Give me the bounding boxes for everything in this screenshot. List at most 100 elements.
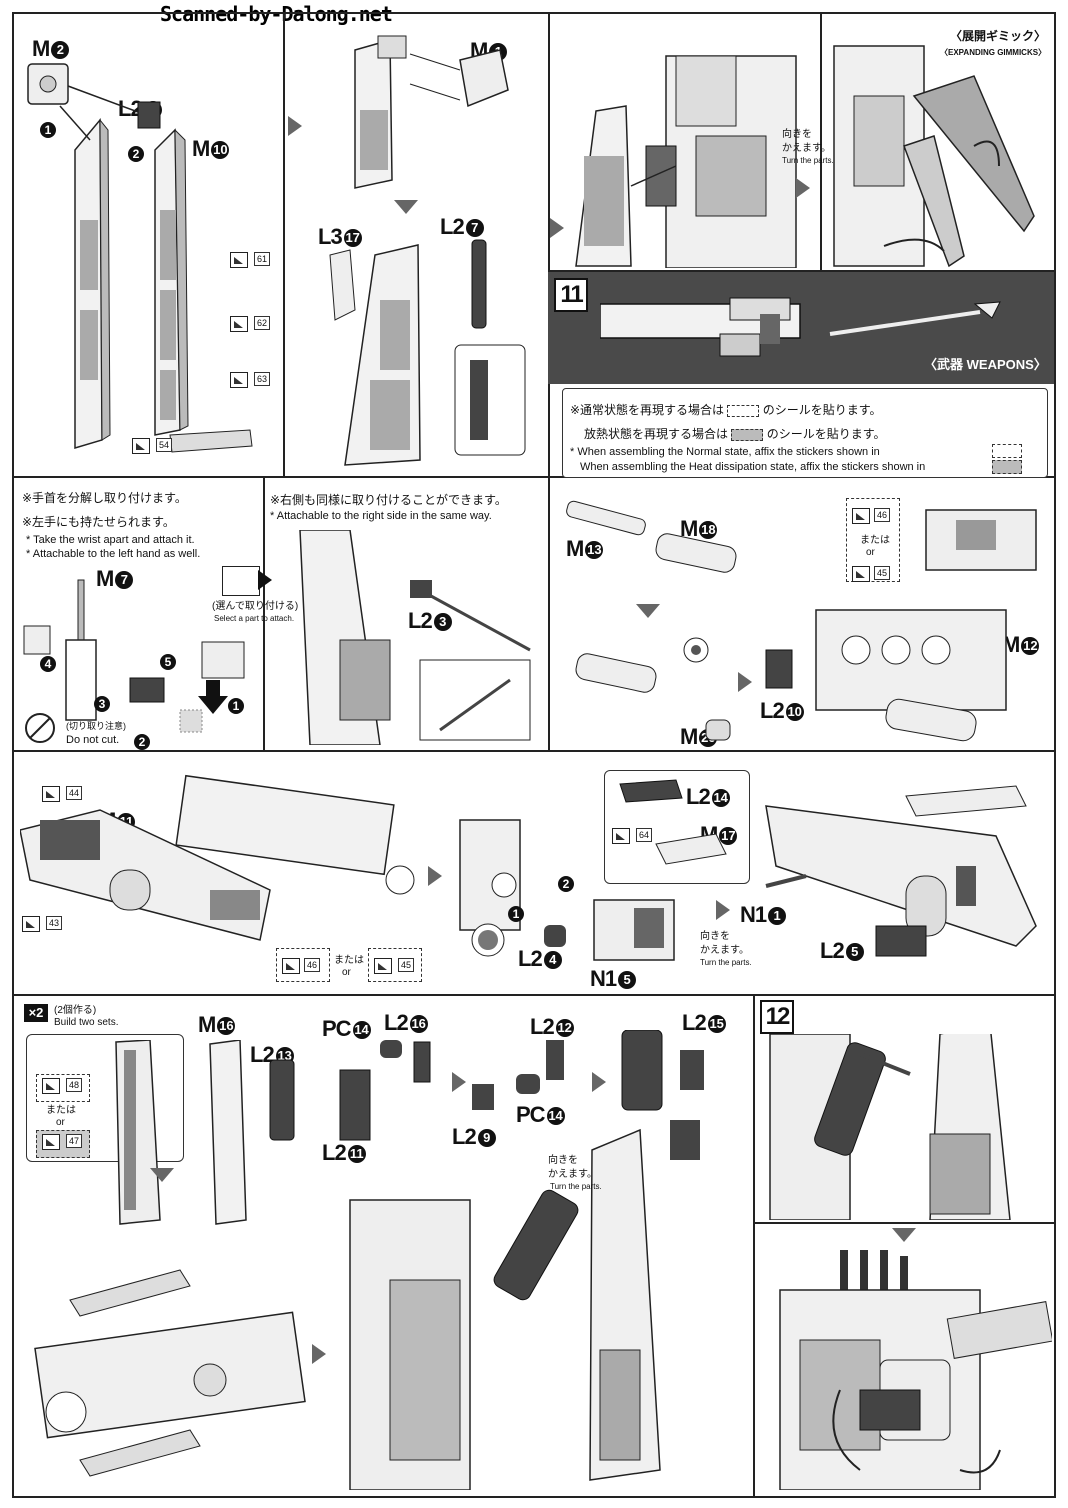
select-part-icon — [222, 566, 260, 596]
flow-arrow-icon — [550, 218, 564, 238]
quantity-badge: ×2 — [24, 1004, 48, 1022]
sticker-icon — [42, 1134, 60, 1150]
left-hand-note-en: * Attachable to the left hand as well. — [26, 548, 201, 560]
cut-caution-jp: (切り取り注意) — [66, 721, 126, 731]
sticker-choice-box — [368, 948, 422, 982]
illustration-robot-back — [575, 55, 797, 268]
step-marker: 3 — [94, 696, 110, 712]
sticker-choice-box — [846, 498, 900, 582]
illustration-shield-parts — [27, 63, 253, 453]
note-heat-en: When assembling the Heat dissipation sta… — [580, 461, 926, 473]
sticker-number: 43 — [46, 916, 63, 930]
flow-arrow-icon — [636, 604, 660, 618]
illustration-arm-attach — [769, 1034, 1011, 1220]
illustration-shield-assembly — [329, 35, 526, 466]
divider — [820, 12, 822, 272]
illustration-expanding-gimmick — [833, 45, 1035, 268]
sticker-number: 46 — [874, 508, 891, 522]
sticker-icon — [852, 508, 870, 524]
sticker-choice-panel — [26, 1034, 184, 1162]
sticker-number: 45 — [398, 958, 415, 972]
gimmick-title-en: 〈EXPANDING GIMMICKS〉 — [940, 48, 1047, 57]
watermark: Scanned-by-Dalong.net — [160, 2, 393, 26]
illustration-weapon-assembled — [765, 785, 1037, 957]
illustration-weapon-barrel — [20, 774, 415, 941]
sticker-number: 44 — [66, 786, 83, 800]
turn-note-jp: 向きを — [782, 129, 812, 140]
sticker-icon — [612, 828, 630, 844]
illustration-arm-joint — [339, 1030, 704, 1490]
divider — [548, 270, 1056, 272]
select-note-en: Select a part to attach. — [214, 614, 295, 623]
note-normal-en: * When assembling the Normal state, affi… — [570, 446, 880, 458]
illustration-subassembly — [619, 779, 727, 865]
or-en: or — [56, 1117, 65, 1128]
sticker-number: 54 — [156, 438, 173, 452]
turn-note-jp: 向きを — [700, 931, 730, 942]
turn-note-jp: かえます。 — [700, 945, 749, 956]
step-number: 11 — [554, 278, 588, 312]
turn-note-jp: かえます。 — [782, 143, 831, 154]
flow-arrow-icon — [288, 116, 302, 136]
divider — [12, 750, 1056, 752]
or-jp: または — [46, 1105, 76, 1116]
right-side-note-jp: ※右側も同様に取り付けることができます。 — [270, 493, 507, 507]
step-marker: 1 — [40, 122, 56, 138]
subassembly-box — [604, 770, 750, 884]
wrist-note-en: * Take the wrist apart and attach it. — [26, 534, 195, 546]
illustration-weapons — [600, 297, 1001, 357]
flow-arrow-icon — [716, 900, 730, 920]
note-heat-jp: 放熱状態を再現する場合は のシールを貼ります。 — [584, 427, 886, 441]
illustration-right-side — [299, 530, 531, 745]
or-en: or — [342, 967, 351, 978]
right-side-note-en: * Attachable to the right side in the sa… — [270, 510, 492, 522]
sticker-number: 61 — [254, 252, 271, 266]
divider — [12, 476, 1056, 478]
flow-arrow-icon — [738, 672, 752, 692]
flow-arrow-icon — [452, 1072, 466, 1092]
sticker-icon — [374, 958, 392, 974]
turn-note-en: Turn the parts. — [782, 156, 834, 165]
step-marker: 4 — [40, 656, 56, 672]
sticker-icon — [42, 786, 60, 802]
sticker-number: 45 — [874, 566, 891, 580]
select-note-jp: (選んで取り付ける) — [212, 601, 299, 612]
step-number: 12 — [760, 1000, 794, 1034]
page-frame — [12, 12, 1056, 1498]
divider — [548, 12, 550, 476]
divider — [753, 994, 755, 1498]
divider — [263, 476, 265, 750]
sticker-note-box — [562, 388, 1048, 478]
sticker-normal-swatch — [992, 444, 1022, 458]
step-marker: 2 — [128, 146, 144, 162]
sticker-icon — [132, 438, 150, 454]
flow-arrow-icon — [892, 1228, 916, 1242]
sticker-icon — [22, 916, 40, 932]
step-marker: 1 — [228, 698, 244, 714]
illustration-barrel-grip — [459, 819, 675, 961]
wrist-note-jp: ※手首を分解し取り付けます。 — [22, 491, 187, 505]
left-hand-note-jp: ※左手にも持たせられます。 — [22, 515, 175, 529]
sticker-number: 62 — [254, 316, 271, 330]
sticker-icon — [230, 372, 248, 388]
or-jp: または — [334, 955, 364, 966]
weapons-title: 〈武器 WEAPONS〉 — [924, 357, 1047, 372]
turn-note-jp: 向きを — [548, 1155, 578, 1166]
step-marker: 2 — [558, 876, 574, 892]
divider — [548, 476, 550, 750]
build-two-jp: (2個作る) — [54, 1005, 97, 1016]
divider — [753, 1222, 1056, 1224]
